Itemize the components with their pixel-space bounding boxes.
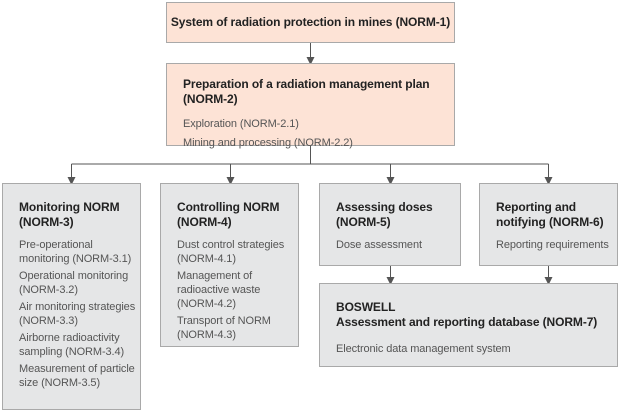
norm4-box: Controlling NORM (NORM-4) Dust control s… (160, 183, 299, 347)
norm1-title: System of radiation protection in mines … (170, 15, 451, 29)
norm6-item: Reporting requirements (496, 239, 609, 251)
norm3-item: Operational monitoring (NORM-3.2) (19, 270, 129, 296)
norm3-title: Monitoring NORM (NORM-3) (19, 200, 120, 229)
norm2-item: Mining and processing (NORM-2.2) (183, 137, 353, 149)
norm4-title: Controlling NORM (NORM-4) (177, 200, 280, 229)
norm2-title: Preparation of a radiation management pl… (183, 77, 430, 106)
norm2-box: Preparation of a radiation management pl… (166, 63, 455, 149)
norm4-item: Dust control strategies (NORM-4.1) (177, 239, 285, 265)
norm2-item: Exploration (NORM-2.1) (183, 118, 299, 130)
norm5-title: Assessing doses (NORM-5) (336, 200, 433, 229)
norm4-item: Transport of NORM (NORM-4.3) (177, 315, 271, 341)
norm7-title: BOSWELL Assessment and reporting databas… (336, 300, 598, 329)
norm3-box: Monitoring NORM (NORM-3) Pre-operational… (2, 183, 141, 410)
norm6-box: Reporting and notifying (NORM-6) Reporti… (479, 183, 618, 266)
norm3-item: Airborne radioactivity sampling (NORM-3.… (19, 332, 125, 358)
norm7-box: BOSWELL Assessment and reporting databas… (319, 283, 618, 367)
norm3-item: Air monitoring strategies (NORM-3.3) (19, 301, 136, 327)
norm1-box: System of radiation protection in mines … (166, 2, 455, 43)
norm3-item: Pre-operational monitoring (NORM-3.1) (19, 239, 132, 265)
norm4-item: Management of radioactive waste (NORM-4.… (177, 270, 261, 310)
norm5-box: Assessing doses (NORM-5) Dose assessment (319, 183, 461, 266)
norm7-item: Electronic data management system (336, 343, 511, 355)
norm3-item: Measurement of particle size (NORM-3.5) (19, 363, 135, 389)
norm5-item: Dose assessment (336, 239, 422, 251)
norm6-title: Reporting and notifying (NORM-6) (496, 200, 604, 229)
